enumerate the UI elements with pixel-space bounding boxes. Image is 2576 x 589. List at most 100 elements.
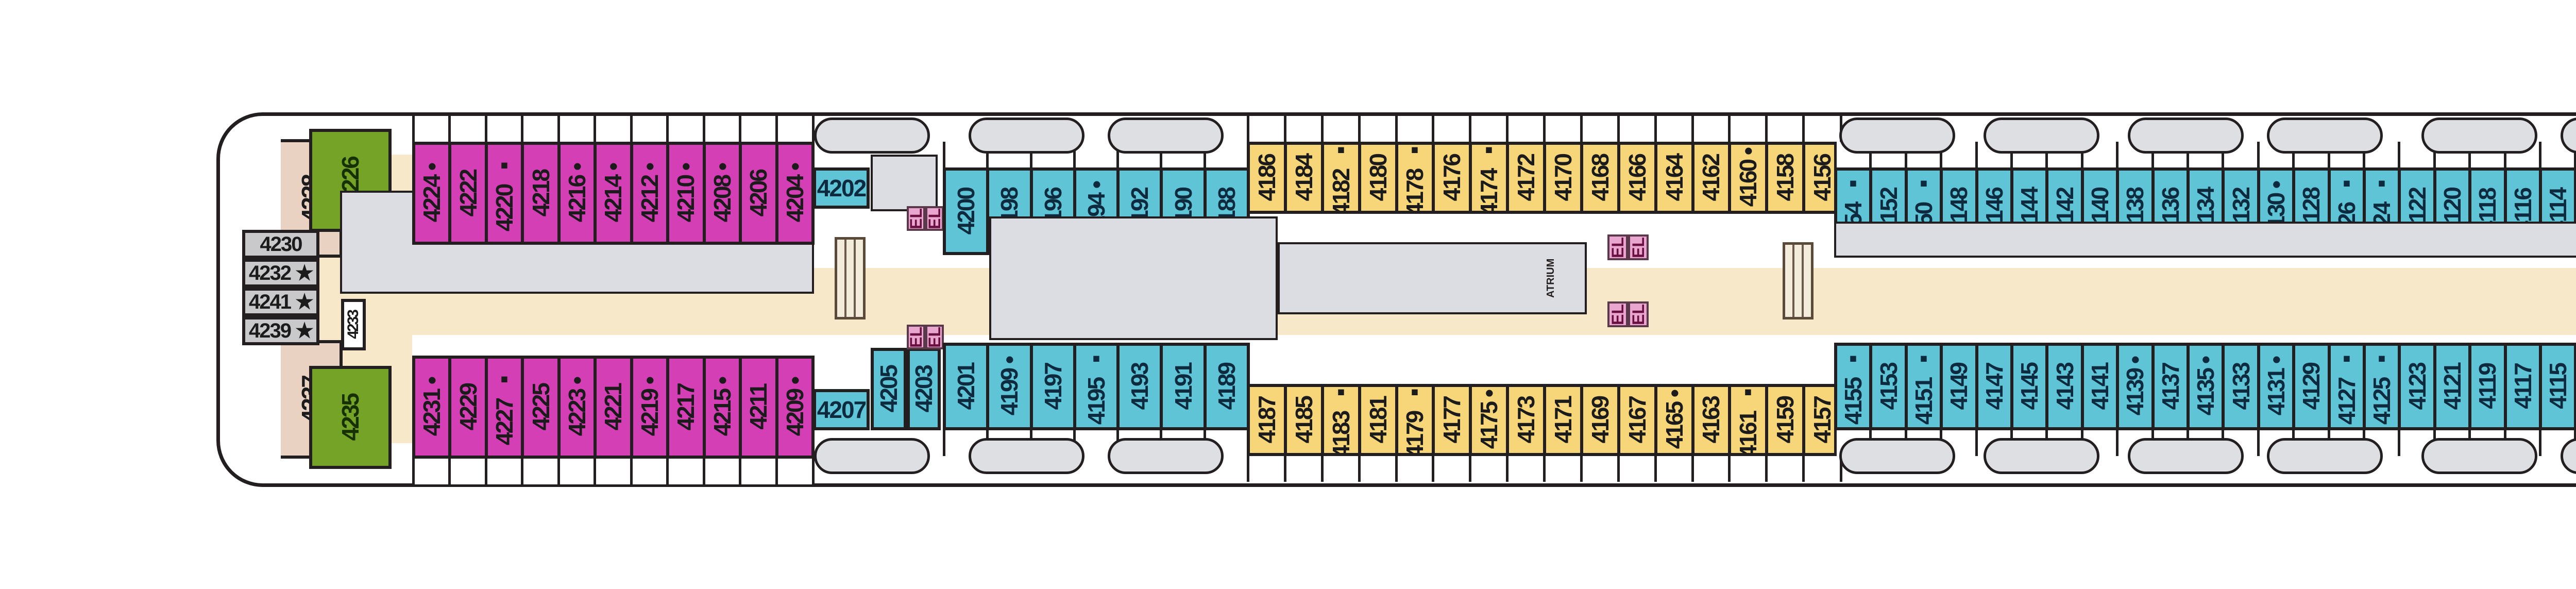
cabin-4183[interactable]: 4183 ▪	[1320, 384, 1361, 456]
cabin-4210[interactable]: 4210 •	[666, 142, 706, 245]
cabin-4175[interactable]: 4175 •	[1469, 384, 1510, 456]
cabin-4169[interactable]: 4169	[1580, 384, 1620, 456]
cabin-4193[interactable]: 4193	[1116, 343, 1163, 430]
cabin-stern-grey-2[interactable]: 4232 ★	[242, 259, 319, 288]
cabin-4182[interactable]: 4182 ▪	[1320, 142, 1361, 214]
aft-stairs	[835, 237, 866, 319]
cabin-4209[interactable]: 4209 •	[775, 356, 815, 459]
cabin-4208[interactable]: 4208 •	[702, 142, 742, 245]
cabin-4173[interactable]: 4173	[1506, 384, 1546, 456]
cabin-4195[interactable]: 4195 ▪	[1073, 343, 1120, 430]
cabin-4133[interactable]: 4133	[2222, 343, 2260, 430]
cabin-4201[interactable]: 4201	[943, 343, 990, 430]
cabin-4177[interactable]: 4177	[1432, 384, 1472, 456]
cabin-4231[interactable]: 4231 •	[412, 356, 452, 459]
cabin-4115[interactable]: 4115	[2539, 343, 2576, 430]
cabin-4176[interactable]: 4176	[1432, 142, 1472, 214]
cabin-4197[interactable]: 4197	[1029, 343, 1076, 430]
cabin-4162[interactable]: 4162	[1691, 142, 1732, 214]
cabin-4218[interactable]: 4218	[521, 142, 561, 245]
cabin-4203[interactable]: 4203	[907, 348, 941, 430]
cabin-4224[interactable]: 4224 •	[412, 142, 452, 245]
balcony	[1580, 456, 1620, 482]
cabin-4111[interactable]: 4111	[2574, 343, 2576, 430]
cabin-4225[interactable]: 4225	[521, 356, 561, 459]
cabin-stern-grey-4[interactable]: 4239 ★	[242, 316, 319, 345]
cabin-4125[interactable]: 4125 ▪	[2363, 343, 2401, 430]
cabin-stern-green-bottom[interactable]: 4235	[309, 366, 392, 469]
cabin-4172[interactable]: 4172	[1506, 142, 1546, 214]
cabin-4179[interactable]: 4179 ▪	[1395, 384, 1435, 456]
cabin-4137[interactable]: 4137	[2151, 343, 2190, 430]
cabin-4165[interactable]: 4165 •	[1654, 384, 1694, 456]
cabin-stern-grey-1[interactable]: 4230	[242, 230, 319, 259]
cabin-4184[interactable]: 4184	[1283, 142, 1324, 214]
cabin-4200[interactable]: 4200	[943, 167, 990, 255]
cabin-4180[interactable]: 4180	[1358, 142, 1398, 214]
cabin-4119[interactable]: 4119	[2468, 343, 2507, 430]
cabin-4215[interactable]: 4215 •	[702, 356, 742, 459]
cabin-4205[interactable]: 4205	[871, 348, 907, 430]
cabin-4217[interactable]: 4217	[666, 356, 706, 459]
cabin-4153[interactable]: 4153	[1869, 343, 1908, 430]
atrium-void	[1278, 242, 1587, 314]
cabin-4131[interactable]: 4131 •	[2257, 343, 2296, 430]
cabin-4189[interactable]: 4189	[1203, 343, 1250, 430]
cabin-number: 4180	[1364, 154, 1392, 201]
cabin-4168[interactable]: 4168	[1580, 142, 1620, 214]
cabin-4159[interactable]: 4159	[1765, 384, 1806, 456]
cabin-number: 4173	[1513, 396, 1540, 444]
cabin-4117[interactable]: 4117	[2503, 343, 2542, 430]
cabin-4149[interactable]: 4149	[1940, 343, 1978, 430]
cabin-4127[interactable]: 4127 ▪	[2327, 343, 2366, 430]
cabin-4187[interactable]: 4187	[1247, 384, 1287, 456]
cabin-4164[interactable]: 4164	[1654, 142, 1694, 214]
cabin-number: 4133	[2227, 363, 2255, 410]
cabin-4145[interactable]: 4145	[2010, 343, 2049, 430]
cabin-4199[interactable]: 4199 •	[986, 343, 1033, 430]
cabin-4181[interactable]: 4181	[1358, 384, 1398, 456]
cabin-4220[interactable]: 4220 ▪	[484, 142, 524, 245]
cabin-4166[interactable]: 4166	[1617, 142, 1657, 214]
cabin-4222[interactable]: 4222	[448, 142, 488, 245]
cabin-4155[interactable]: 4155 ▪	[1834, 343, 1873, 430]
cabin-4212[interactable]: 4212 •	[630, 142, 670, 245]
cabin-number: 4174 ▪	[1476, 142, 1503, 214]
cabin-4223[interactable]: 4223 •	[557, 356, 597, 459]
cabin-4185[interactable]: 4185	[1283, 384, 1324, 456]
cabin-4135[interactable]: 4135 •	[2187, 343, 2225, 430]
cabin-4204[interactable]: 4204 •	[775, 142, 815, 245]
cabin-4121[interactable]: 4121	[2433, 343, 2472, 430]
cabin-4206[interactable]: 4206	[739, 142, 778, 245]
cabin-4123[interactable]: 4123	[2398, 343, 2436, 430]
cabin-4167[interactable]: 4167	[1617, 384, 1657, 456]
cabin-4214[interactable]: 4214 •	[594, 142, 633, 245]
cabin-4151[interactable]: 4151 ▪	[1904, 343, 1943, 430]
cabin-4147[interactable]: 4147	[1975, 343, 2013, 430]
cabin-4139[interactable]: 4139 •	[2116, 343, 2155, 430]
cabin-4174[interactable]: 4174 ▪	[1469, 142, 1510, 214]
cabin-4171[interactable]: 4171	[1543, 384, 1583, 456]
cabin-4219[interactable]: 4219 •	[630, 356, 670, 459]
cabin-4227[interactable]: 4227 ▪	[484, 356, 524, 459]
cabin-4178[interactable]: 4178 ▪	[1395, 142, 1435, 214]
cabin-stern-grey-3[interactable]: 4241 ★	[242, 288, 319, 316]
cabin-4158[interactable]: 4158	[1765, 142, 1806, 214]
cabin-4161[interactable]: 4161 ▪	[1728, 384, 1769, 456]
cabin-4143[interactable]: 4143	[2045, 343, 2084, 430]
cabin-4129[interactable]: 4129	[2292, 343, 2331, 430]
cabin-4229[interactable]: 4229	[448, 356, 488, 459]
cabin-4211[interactable]: 4211	[739, 356, 778, 459]
cabin-4221[interactable]: 4221	[594, 356, 633, 459]
cabin-4191[interactable]: 4191	[1160, 343, 1207, 430]
cabin-4186[interactable]: 4186	[1247, 142, 1287, 214]
cabin-4141[interactable]: 4141	[2080, 343, 2120, 430]
cabin-4170[interactable]: 4170	[1543, 142, 1583, 214]
cabin-4216[interactable]: 4216 •	[557, 142, 597, 245]
cabin-4160[interactable]: 4160 •	[1728, 142, 1769, 214]
cabin-4163[interactable]: 4163	[1691, 384, 1732, 456]
cabin-number: 4214 •	[600, 164, 627, 223]
cabin-stern-center[interactable]: 4233	[341, 299, 366, 350]
cabin-4202[interactable]: 4202	[813, 167, 870, 209]
cabin-4207[interactable]: 4207	[813, 389, 870, 430]
